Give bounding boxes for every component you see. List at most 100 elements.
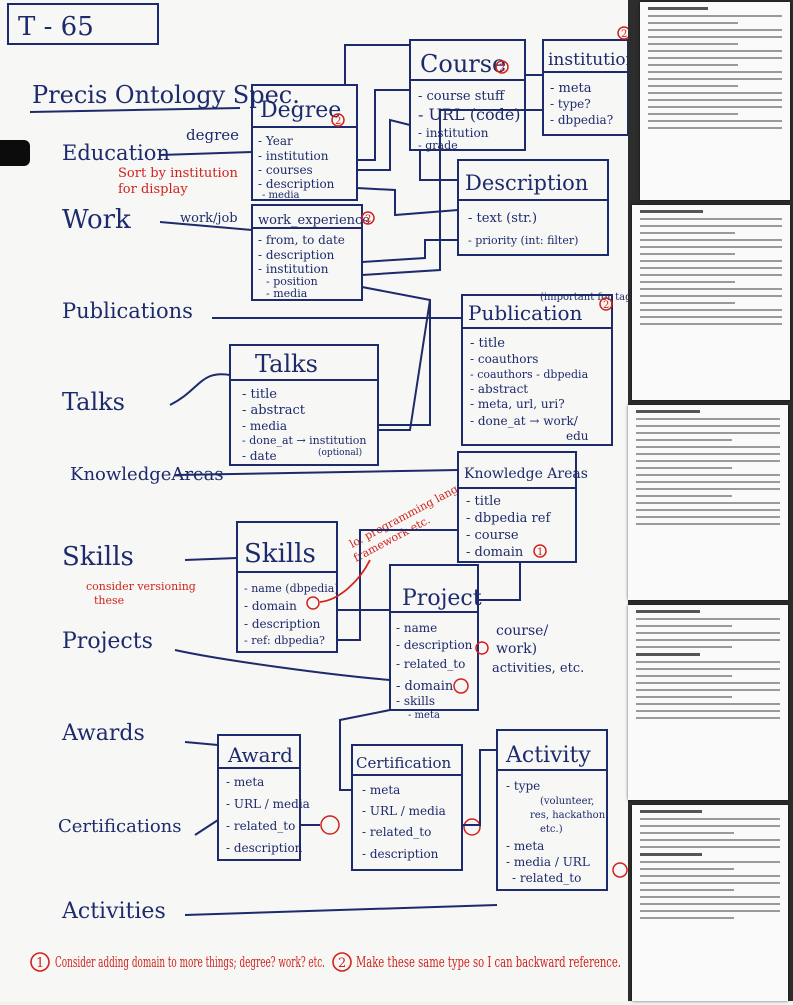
- field: (optional): [318, 447, 362, 458]
- projects-note-line3: activities, etc.: [492, 661, 584, 676]
- field: - domain: [466, 545, 524, 560]
- field: - type: [506, 779, 540, 793]
- entity-name: Skills: [244, 539, 316, 569]
- category-certifications: Certifications: [58, 816, 182, 837]
- entity-badge: 2: [603, 300, 609, 311]
- field: - title: [242, 387, 277, 402]
- badge-circle: [475, 641, 489, 655]
- entity-name: Project: [402, 586, 482, 611]
- title-underline: [29, 107, 241, 113]
- field: - URL (code): [418, 105, 521, 124]
- badge-circle: [306, 596, 320, 610]
- printed-page-2: [632, 205, 790, 400]
- field: - meta: [550, 81, 592, 96]
- field: - text (str.): [468, 211, 537, 226]
- field: - media: [242, 419, 287, 433]
- field: - courses: [258, 163, 313, 177]
- entity-badge: 2: [365, 214, 371, 225]
- category-list: Education Work Publications Talks Knowle…: [58, 141, 224, 924]
- field: - title: [466, 494, 501, 509]
- education-tag: degree: [186, 126, 239, 144]
- field: - description: [258, 248, 335, 262]
- field: - meta: [226, 775, 264, 789]
- field: - dbpedia ref: [466, 511, 551, 526]
- field: - media / URL: [506, 855, 590, 869]
- field: etc.): [540, 824, 563, 835]
- skills-note-line1: consider versioning: [86, 580, 196, 593]
- entity-award: Award - meta - URL / media - related_to …: [217, 734, 340, 861]
- badge-circle: [533, 544, 547, 558]
- field: - name: [396, 621, 437, 635]
- connectors: [159, 44, 543, 916]
- field: - Year: [258, 134, 293, 148]
- projects-note-line1: course/: [496, 623, 548, 639]
- category-education: Education: [62, 141, 170, 165]
- field: - meta: [408, 710, 440, 721]
- field: - description: [244, 617, 321, 631]
- field: res, hackathon: [530, 810, 606, 821]
- category-knowledge-areas: KnowledgeAreas: [70, 464, 224, 485]
- field: - course stuff: [418, 89, 506, 104]
- entity-activity: Activity - type (volunteer, res, hackath…: [496, 729, 628, 891]
- field: - description: [396, 638, 473, 652]
- field: - description: [226, 841, 303, 855]
- entity-institution: institution 2 - meta - type? - dbpedia?: [542, 26, 637, 136]
- field: - course: [466, 528, 519, 543]
- printed-page-3: [628, 405, 788, 600]
- entity-badge: 2: [621, 29, 627, 40]
- entity-name: Degree: [260, 98, 341, 123]
- field: - institution: [418, 126, 489, 140]
- footnote-two-number: 2: [338, 956, 346, 971]
- whiteboard-drawing: T - 65 Precis Ontology Spec. Education W…: [7, 3, 641, 972]
- field: - institution: [258, 149, 329, 163]
- field: - institution: [258, 262, 329, 276]
- field: - dbpedia?: [550, 113, 613, 127]
- badge-circle: [599, 297, 613, 311]
- field: - coauthors: [470, 352, 538, 366]
- footnote-one: Consider adding domain to more things; d…: [55, 953, 325, 971]
- magnet-holder: [0, 140, 30, 166]
- printed-page-1: [640, 2, 790, 200]
- footnote-two: Make these same type so I can backward r…: [356, 953, 621, 971]
- printed-page-5: [632, 805, 788, 1001]
- field: - related_to: [226, 819, 295, 833]
- printed-pages-column: [628, 0, 793, 1001]
- footnote-one-number: 1: [36, 956, 44, 971]
- entity-badge: 2: [335, 116, 341, 127]
- category-activities: Activities: [61, 899, 166, 924]
- badge-circle: [453, 678, 469, 694]
- entity-publication: Publication (important for tags) 2 - tit…: [461, 292, 641, 446]
- field: - done_at → institution: [242, 434, 367, 447]
- category-publications: Publications: [62, 299, 193, 323]
- entity-name: institution: [548, 50, 635, 70]
- field: - media: [266, 287, 308, 300]
- field: - priority (int: filter): [468, 234, 578, 247]
- page-id: T - 65: [18, 12, 94, 42]
- entity-name: Talks: [255, 350, 318, 378]
- entity-name: Publication: [468, 301, 583, 325]
- field: - domain: [396, 679, 454, 694]
- category-talks: Talks: [62, 388, 125, 416]
- projects-note-line2: work): [496, 641, 537, 657]
- badge-circle: [495, 60, 509, 74]
- entity-certification: Certification - meta - URL / media - rel…: [351, 744, 481, 871]
- field: - ref: dbpedia?: [244, 634, 325, 647]
- field: - related_to: [512, 871, 581, 885]
- field: - domain: [244, 599, 297, 613]
- field: - from, to date: [258, 233, 345, 247]
- badge-circle: [331, 113, 345, 127]
- field: - abstract: [470, 382, 528, 396]
- field-badge: 1: [537, 547, 543, 558]
- field: - meta: [506, 839, 544, 853]
- field: - meta: [362, 783, 400, 797]
- field: - related_to: [362, 825, 431, 839]
- entity-note: (important for tags): [540, 292, 635, 303]
- domain-note-arrow: [319, 559, 371, 603]
- field: - position: [266, 275, 318, 288]
- field: - media: [262, 190, 300, 201]
- category-skills: Skills: [62, 542, 134, 572]
- entity-name: Description: [465, 171, 588, 195]
- education-note-line2: for display: [118, 182, 188, 197]
- whiteboard: T - 65 Precis Ontology Spec. Education W…: [7, 3, 641, 972]
- page-id-box: [7, 3, 159, 45]
